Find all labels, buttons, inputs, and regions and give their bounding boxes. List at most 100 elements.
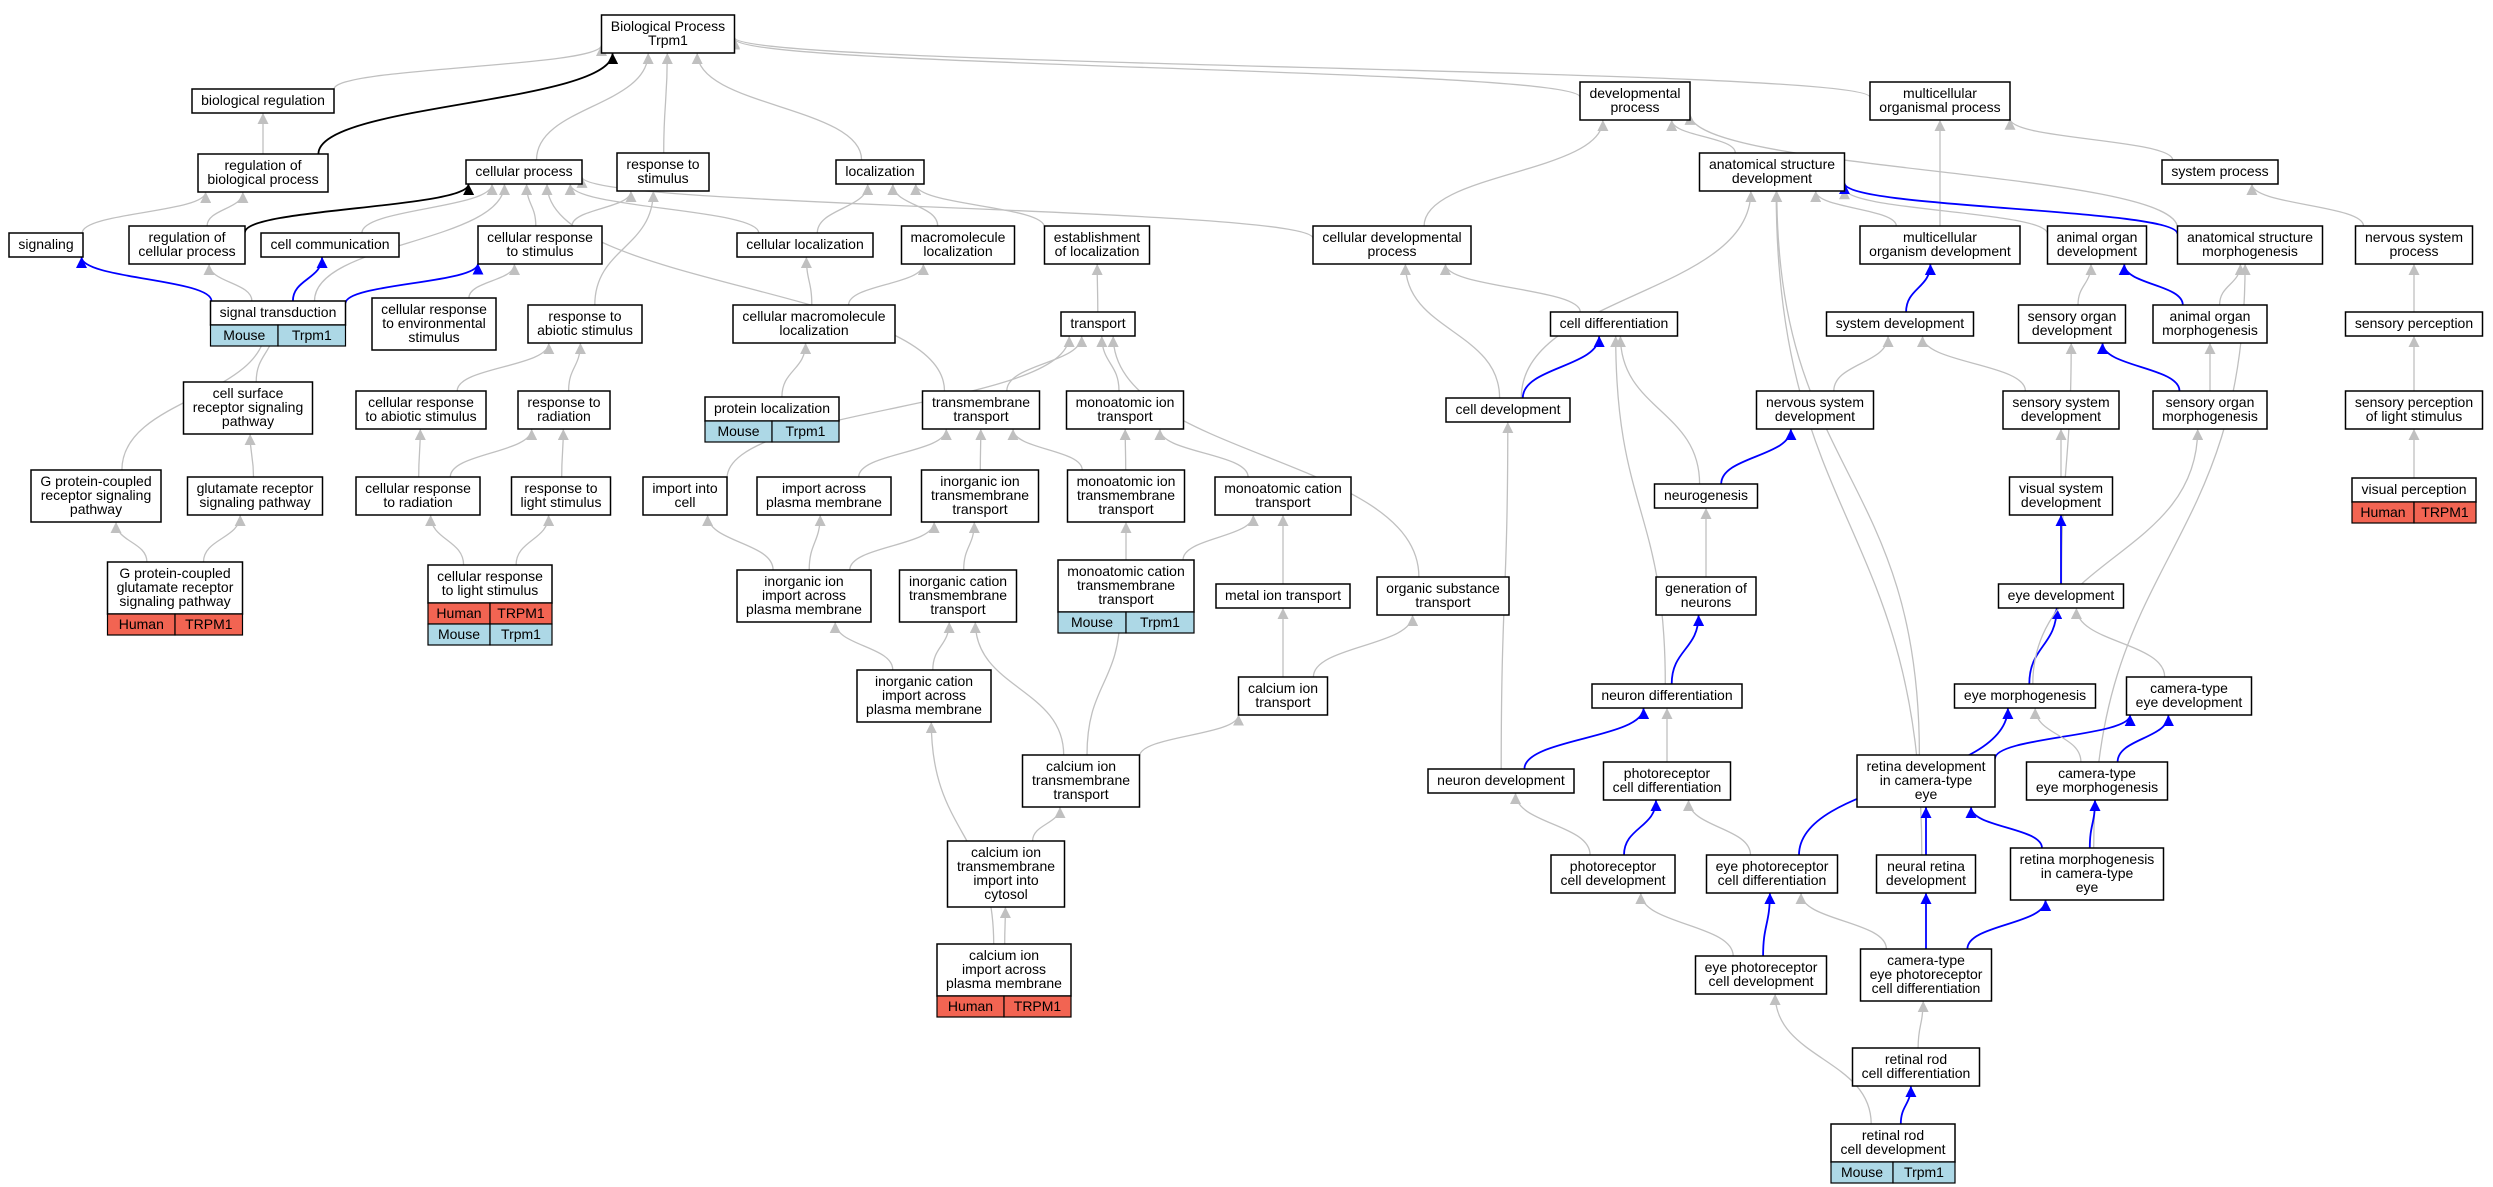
edge-monoiontm-to-tmtrans <box>1007 428 1083 471</box>
node-neurogenesis[interactable]: neurogenesis <box>1653 483 1759 509</box>
node-neurdiff[interactable]: neuron differentiation <box>1591 683 1743 709</box>
node-localization[interactable]: localization <box>835 159 925 185</box>
edge-signaling-to-regbio <box>81 191 212 234</box>
node-signaling[interactable]: signaling <box>8 232 84 258</box>
node-box <box>2025 761 2169 801</box>
node-label: inorganic ion <box>940 473 1019 489</box>
node-neurdevt[interactable]: neuron development <box>1427 768 1575 794</box>
edge-multiorgdev-to-anatdev <box>1810 190 1897 227</box>
node-label: response to <box>626 156 699 172</box>
edge-sigtrans-to-cellcomm <box>292 256 328 302</box>
node-label: sensory perception <box>2355 394 2473 410</box>
node-celldevt[interactable]: cell development <box>1445 397 1571 423</box>
node-sensperc[interactable]: sensory perception <box>2344 311 2484 337</box>
node-cellloc[interactable]: cellular localization <box>736 232 874 258</box>
edge-anatdev-to-devproc <box>1666 119 1736 154</box>
node-eyedev[interactable]: eye development <box>1997 583 2125 609</box>
node-label: eye <box>2076 879 2099 895</box>
node-monocattm[interactable]: monoatomic cationtransmembranetransportM… <box>1057 559 1195 634</box>
node-box <box>128 225 246 265</box>
node-eyemorph[interactable]: eye morphogenesis <box>1953 683 2097 709</box>
node-celldiff[interactable]: cell differentiation <box>1549 311 1679 337</box>
node-sysproc[interactable]: system process <box>2161 159 2279 185</box>
node-bioreg[interactable]: biological regulation <box>191 88 335 114</box>
node-box <box>1550 854 1676 894</box>
node-label: cell development <box>1708 973 1813 989</box>
node-sysdev[interactable]: system development <box>1825 311 1975 337</box>
node-cellcomm[interactable]: cell communication <box>260 232 400 258</box>
edge-macroloc-to-localization <box>887 183 939 227</box>
node-cellproc[interactable]: cellular process <box>465 159 583 185</box>
edge-orgsubtrans-to-transport <box>1107 335 1420 578</box>
node-metaliontrans[interactable]: metal ion transport <box>1215 583 1351 609</box>
edge-cameyemorph-to-eyemorph <box>2029 707 2082 763</box>
node-transport[interactable]: transport <box>1060 311 1136 337</box>
